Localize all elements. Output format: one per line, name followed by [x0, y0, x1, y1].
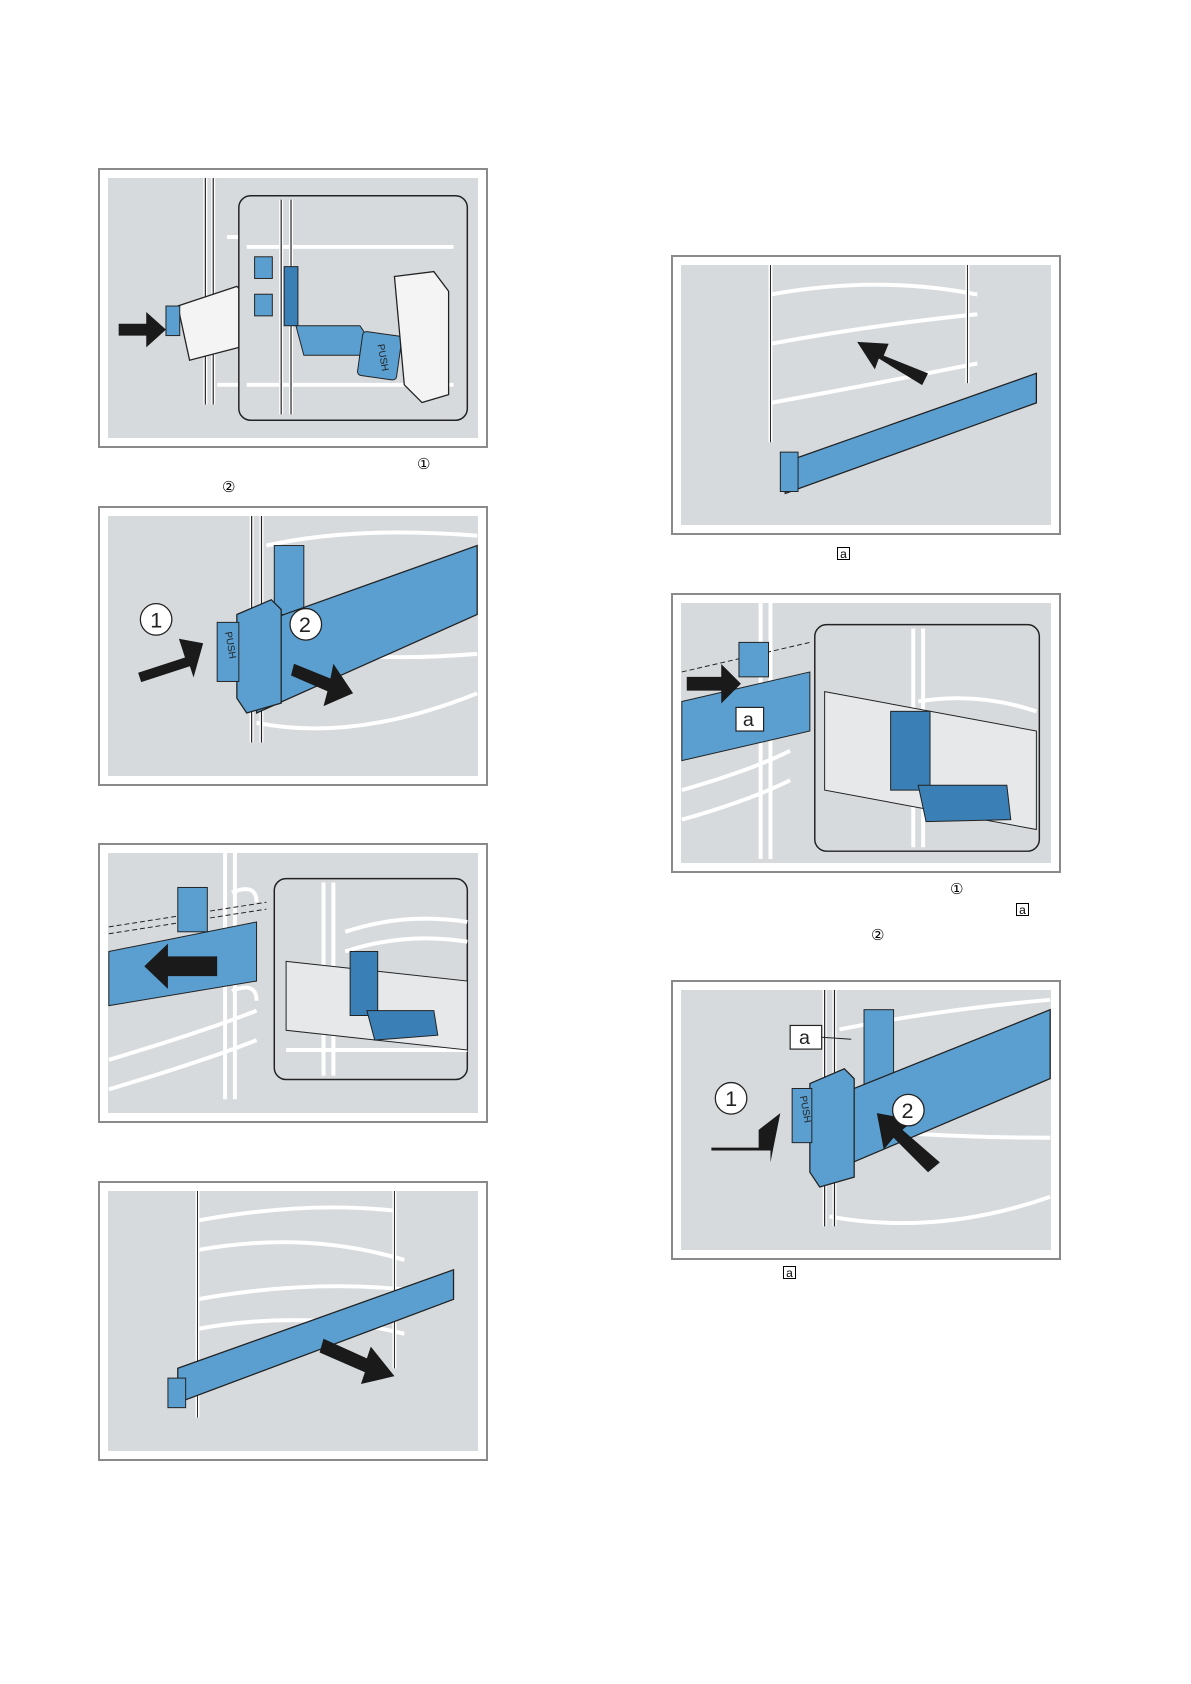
figure-lock-in: PUSH 1 2 a — [671, 980, 1061, 1260]
figure-pull-off — [98, 843, 488, 1123]
figure-background: PUSH — [108, 178, 478, 438]
figure-background — [681, 265, 1051, 525]
step-marker-2: ② — [871, 926, 884, 944]
figure-release-push: PUSH — [98, 168, 488, 448]
figure-background: PUSH 1 2 a — [681, 990, 1051, 1250]
figure-background: PUSH 1 2 — [108, 516, 478, 776]
rail-remove-illustration — [108, 1191, 478, 1451]
rail-hook-illustration: a — [681, 603, 1051, 863]
step-number-1: 1 — [725, 1086, 737, 1111]
rail-insert-illustration — [681, 265, 1051, 525]
figure-hook-in: a — [671, 593, 1061, 873]
arrow-icon — [132, 632, 212, 693]
rail-lock-illustration: PUSH 1 2 a — [681, 990, 1051, 1250]
figure-background — [108, 1191, 478, 1451]
arrow-icon — [711, 1113, 780, 1162]
callout-a-letter: a — [799, 1027, 810, 1049]
arrow-icon — [119, 312, 166, 347]
step-marker-2: ② — [222, 478, 235, 496]
figure-press-and-pull: PUSH 1 2 — [98, 506, 488, 786]
step-marker-1: ① — [417, 455, 430, 473]
figure-background: a — [681, 603, 1051, 863]
step-number-1: 1 — [150, 607, 162, 632]
step-marker-1: ① — [950, 880, 963, 898]
arrow-icon — [320, 1339, 395, 1384]
figure-insert-rail — [671, 255, 1061, 535]
rail-release-illustration: PUSH — [108, 178, 478, 438]
label-a-marker: a — [837, 547, 850, 560]
label-a-marker: a — [1016, 903, 1029, 916]
step-number-2: 2 — [299, 612, 311, 637]
callout-a-letter: a — [743, 709, 754, 731]
label-a-marker: a — [783, 1266, 796, 1279]
rail-detach-illustration — [108, 853, 478, 1113]
step-number-2: 2 — [901, 1098, 913, 1123]
rail-removal-illustration: PUSH 1 2 — [108, 516, 478, 776]
figure-background — [108, 853, 478, 1113]
figure-remove-rail — [98, 1181, 488, 1461]
